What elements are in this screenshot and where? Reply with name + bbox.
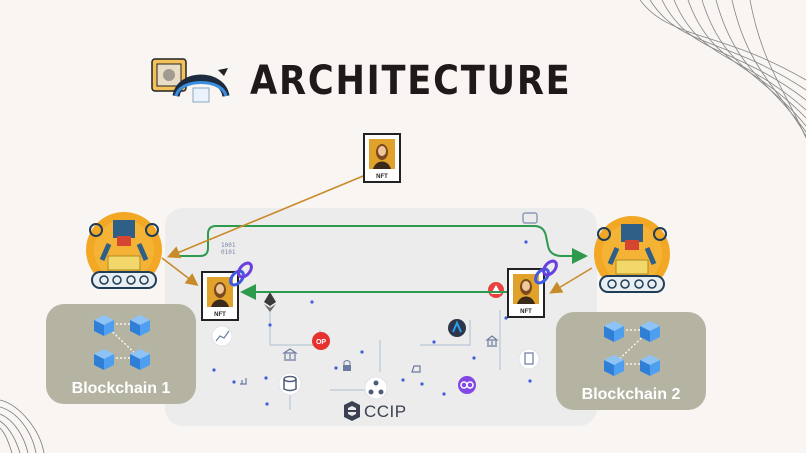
orange-arrow-nft-to-robot1 xyxy=(167,173,369,259)
binary-icon: 1001 0101 xyxy=(221,242,236,256)
cube-network-icon xyxy=(604,321,660,376)
chain-link-icon xyxy=(226,259,256,289)
blockchain-1-box: Blockchain 1 xyxy=(46,304,196,404)
cube-network-icon xyxy=(94,315,150,370)
nft-label: NFT xyxy=(520,309,532,315)
avalanche-icon xyxy=(488,282,504,298)
blockchain-2-box: Blockchain 2 xyxy=(556,312,706,410)
green-arrow-chain1-to-chain2 xyxy=(174,225,588,264)
car-icon xyxy=(411,365,421,373)
bank-icon xyxy=(485,335,499,347)
optimism-icon: OP xyxy=(312,332,330,350)
lock-icon xyxy=(343,360,351,371)
orange-arrow-robot2-to-nft2 xyxy=(549,267,593,294)
chain-link-icon xyxy=(531,257,561,287)
database-icon xyxy=(278,372,302,396)
network-icon xyxy=(364,376,388,400)
ethereum-icon xyxy=(264,292,276,312)
polygon-icon xyxy=(458,376,476,394)
arbitrum-icon xyxy=(448,319,466,337)
chart-icon xyxy=(211,325,233,347)
bank-icon xyxy=(282,348,298,361)
blockchain-1-label: Blockchain 1 xyxy=(71,380,171,397)
wallet-icon xyxy=(522,212,538,224)
nft-bridge-icon xyxy=(151,58,230,103)
bottom-left-wave-lines xyxy=(0,399,45,453)
svg-text:OP: OP xyxy=(316,339,326,346)
network-nodes xyxy=(212,240,532,406)
robotic-arm-conveyor-icon xyxy=(594,216,670,292)
svg-text:1001: 1001 xyxy=(221,242,236,249)
page-title: ARCHITECTURE xyxy=(250,58,572,104)
network-icons: OP xyxy=(211,212,540,406)
svg-text:0101: 0101 xyxy=(221,249,236,256)
blockchain-2-label: Blockchain 2 xyxy=(581,386,681,403)
nft-label: NFT xyxy=(376,174,388,180)
chainlink-ccip-logo-icon xyxy=(344,401,360,421)
ccip-label: CCIP xyxy=(364,402,407,421)
nft-label: NFT xyxy=(214,312,226,318)
orange-arrow-robot1-to-nft1 xyxy=(161,257,199,286)
robotic-arm-conveyor-icon xyxy=(86,212,162,288)
document-icon xyxy=(518,348,540,370)
top-right-wave-lines xyxy=(639,0,806,139)
hand-icon xyxy=(240,378,247,385)
